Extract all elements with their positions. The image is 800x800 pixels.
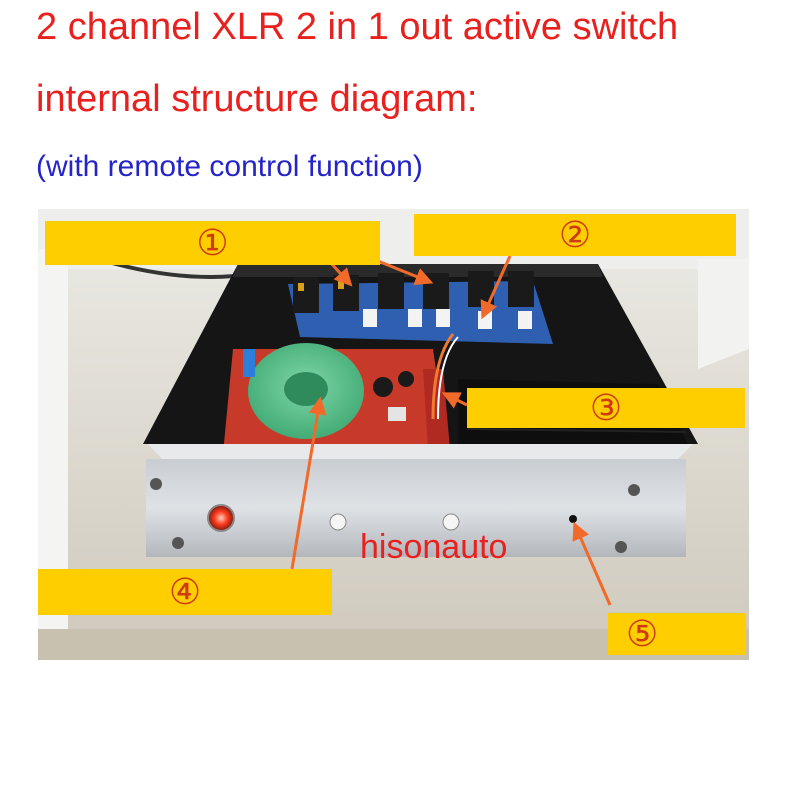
title-line-1: 2 channel XLR 2 in 1 out active switch <box>36 6 679 48</box>
subtitle: (with remote control function) <box>36 150 423 183</box>
transformer-center <box>284 372 328 406</box>
capacitor <box>398 371 414 387</box>
callout-number: ① <box>196 222 229 263</box>
transformer-wires <box>243 349 255 377</box>
callout-label-3: ③ <box>467 388 745 428</box>
device-photo <box>38 209 749 660</box>
connector-block <box>388 407 406 421</box>
signal-wire <box>437 336 459 420</box>
callout-number: ⑤ <box>626 613 659 654</box>
table-leg-left <box>38 249 68 660</box>
ir-receiver <box>569 515 577 523</box>
capacitor <box>373 377 393 397</box>
callout-label-5: ⑤ <box>608 613 746 655</box>
panel-screw <box>172 537 184 549</box>
panel-screw <box>150 478 162 490</box>
watermark: hisonauto <box>360 528 508 566</box>
callout-number: ④ <box>168 571 202 612</box>
power-button-led[interactable] <box>207 504 235 532</box>
title-line-2: internal structure diagram: <box>36 78 478 120</box>
callout-label-1: ① <box>45 221 380 265</box>
panel-screw <box>628 484 640 496</box>
signal-wire <box>431 333 455 420</box>
front-panel-top <box>148 444 693 459</box>
callout-label-4: ④ <box>38 569 332 615</box>
input-select-button-1[interactable] <box>329 513 347 531</box>
callout-number: ② <box>558 214 592 255</box>
panel-screw <box>615 541 627 553</box>
shelf-right <box>698 259 749 369</box>
input-select-button-2[interactable] <box>442 513 460 531</box>
callout-label-2: ② <box>414 214 736 256</box>
control-board <box>423 369 450 449</box>
device-illustration <box>38 209 749 660</box>
chassis-rear-wall <box>233 264 603 277</box>
callout-number: ③ <box>589 387 623 428</box>
